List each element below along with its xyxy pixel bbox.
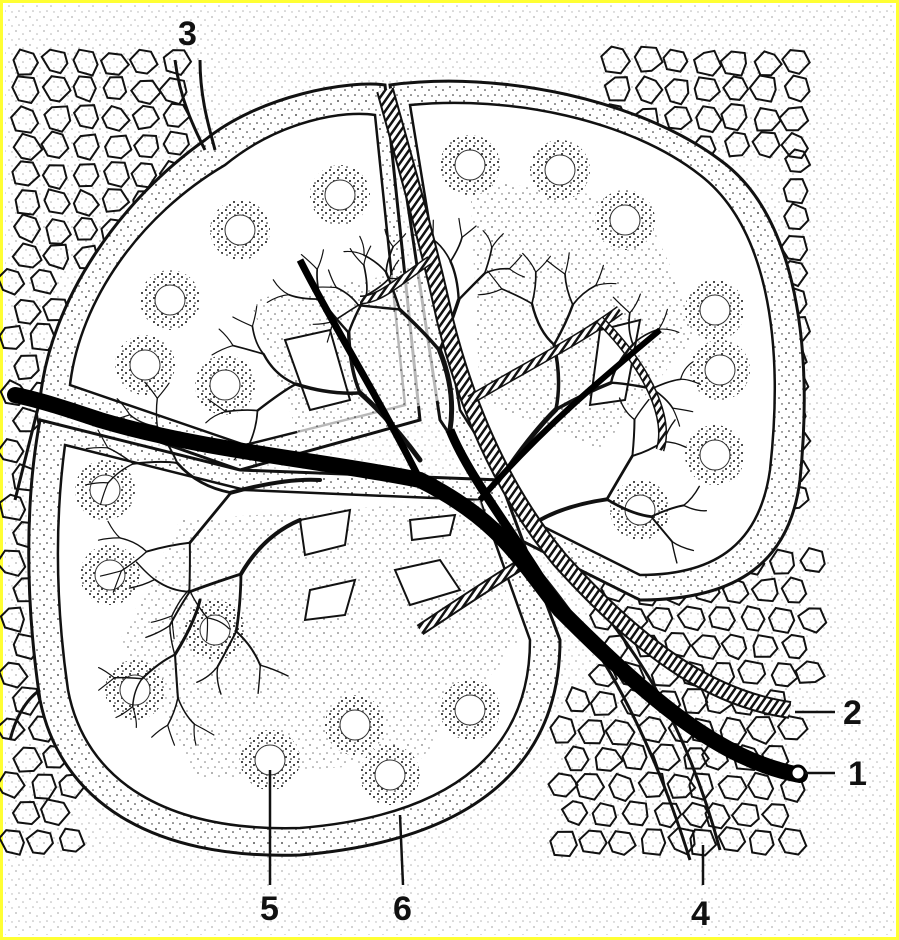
alveolar-sac <box>530 140 590 200</box>
label-5-alveolus: 5 <box>260 890 279 928</box>
alveolar-sac <box>210 200 270 260</box>
alveolar-sac <box>360 745 420 805</box>
vessel-branch <box>189 543 190 590</box>
label-1-artery: 1 <box>848 755 867 793</box>
alveolar-sac <box>440 135 500 195</box>
alveolar-sac <box>325 695 385 755</box>
label-3-septum: 3 <box>178 15 197 53</box>
label-6-pleura: 6 <box>393 890 412 928</box>
alveolar-sac <box>310 165 370 225</box>
label-4-vein: 4 <box>691 895 710 933</box>
alveolar-sac <box>690 340 750 400</box>
alveolar-sac <box>685 425 745 485</box>
alveolar-sac <box>105 660 165 720</box>
alveolar-sac <box>140 270 200 330</box>
alveolar-sac <box>685 280 745 340</box>
alveolar-sac <box>80 545 140 605</box>
alveolar-sac <box>440 680 500 740</box>
alveolar-sac <box>610 480 670 540</box>
alveolar-sac <box>195 355 255 415</box>
alveolar-sac <box>595 190 655 250</box>
alveolar-sac <box>115 335 175 395</box>
label-2-bronchiole: 2 <box>843 694 862 732</box>
